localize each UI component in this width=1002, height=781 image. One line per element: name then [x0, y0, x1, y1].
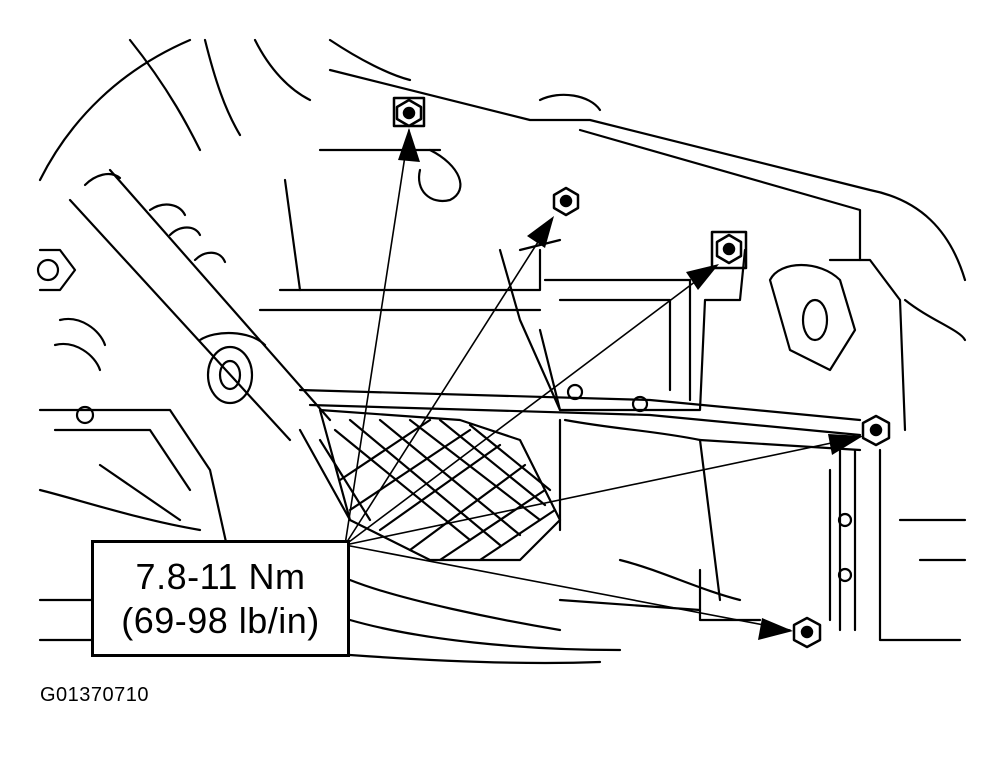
fasteners — [392, 96, 891, 649]
line-art-upper-curve — [38, 38, 192, 182]
arrow-to-bolt-5 — [344, 544, 791, 631]
figure-id-label: G01370710 — [40, 684, 150, 706]
line-art-drive-shaft — [68, 198, 292, 442]
arrow-to-bolt-4 — [344, 436, 861, 546]
arrowhead-bolt-2 — [527, 216, 554, 248]
arrowhead-bolt-5 — [758, 618, 793, 640]
bolt-3 — [710, 230, 748, 270]
line-art-right-bracket — [768, 263, 857, 372]
bolt-4 — [861, 414, 891, 447]
torque-imperial-label: (69-98 lb/in) — [121, 599, 320, 641]
arrowhead-bolt-4 — [828, 434, 863, 455]
arrow-to-bolt-3 — [344, 265, 717, 546]
arrowhead-bolt-1 — [398, 128, 420, 162]
arrow-to-bolt-1 — [344, 129, 410, 546]
leader-arrows — [344, 128, 863, 640]
bolt-5 — [792, 616, 822, 649]
bolt-1 — [392, 96, 426, 128]
arrow-to-bolt-2 — [344, 219, 553, 546]
line-art — [36, 38, 967, 664]
bolt-2 — [552, 186, 580, 217]
arrowhead-bolt-3 — [686, 264, 719, 290]
torque-metric-label: 7.8-11 Nm — [135, 555, 306, 597]
line-art-pan-outline — [328, 68, 967, 282]
torque-spec-callout: 7.8-11 Nm (69-98 lb/in) — [91, 540, 350, 657]
